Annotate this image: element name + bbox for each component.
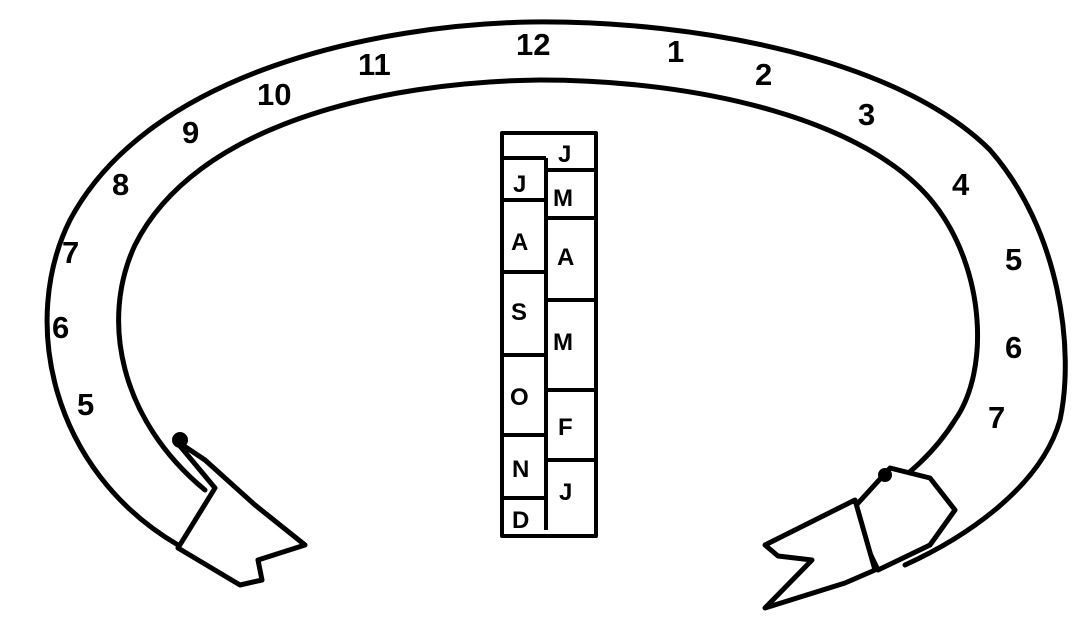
ribbon-top-hours: 12 1 2 3 4 5 6 7 <box>516 27 1022 435</box>
hour-label: 2 <box>755 57 772 92</box>
hour-label: 5 <box>1005 242 1022 277</box>
ribbon-left-tail <box>175 440 305 585</box>
month-label: M <box>553 185 573 212</box>
month-label: A <box>557 244 574 271</box>
hour-label: 11 <box>358 47 391 82</box>
hour-label: 12 <box>516 27 550 62</box>
hour-label: 6 <box>52 310 69 345</box>
hour-label: 7 <box>988 400 1005 435</box>
month-label: J <box>513 171 526 198</box>
ribbon-right-tail <box>765 468 955 608</box>
hour-label: 5 <box>77 387 94 422</box>
month-label: F <box>558 414 573 441</box>
month-label: J <box>559 479 572 506</box>
month-label: O <box>510 384 529 411</box>
hour-label: 4 <box>952 167 970 202</box>
hour-label: 6 <box>1005 330 1022 365</box>
month-label: S <box>511 299 527 326</box>
hour-label: 9 <box>182 115 199 150</box>
hour-label: 3 <box>858 97 875 132</box>
hour-label: 1 <box>667 34 684 69</box>
month-label: A <box>511 229 528 256</box>
calendar-right-months: J M A M F J <box>553 141 574 506</box>
month-label: M <box>553 329 573 356</box>
month-label: J <box>558 141 571 168</box>
hour-label: 7 <box>62 235 79 270</box>
ribbon-right-fold-dot <box>878 468 892 482</box>
ribbon-inner-edge <box>119 80 978 508</box>
ribbon-left-fold-dot <box>172 432 188 448</box>
month-label: N <box>512 456 529 483</box>
month-label: D <box>512 507 529 534</box>
calendar-top-strip <box>502 158 596 170</box>
hour-label: 10 <box>257 77 291 112</box>
calendar-left-months: J A S O N D <box>510 171 529 534</box>
hour-label: 8 <box>112 167 129 202</box>
